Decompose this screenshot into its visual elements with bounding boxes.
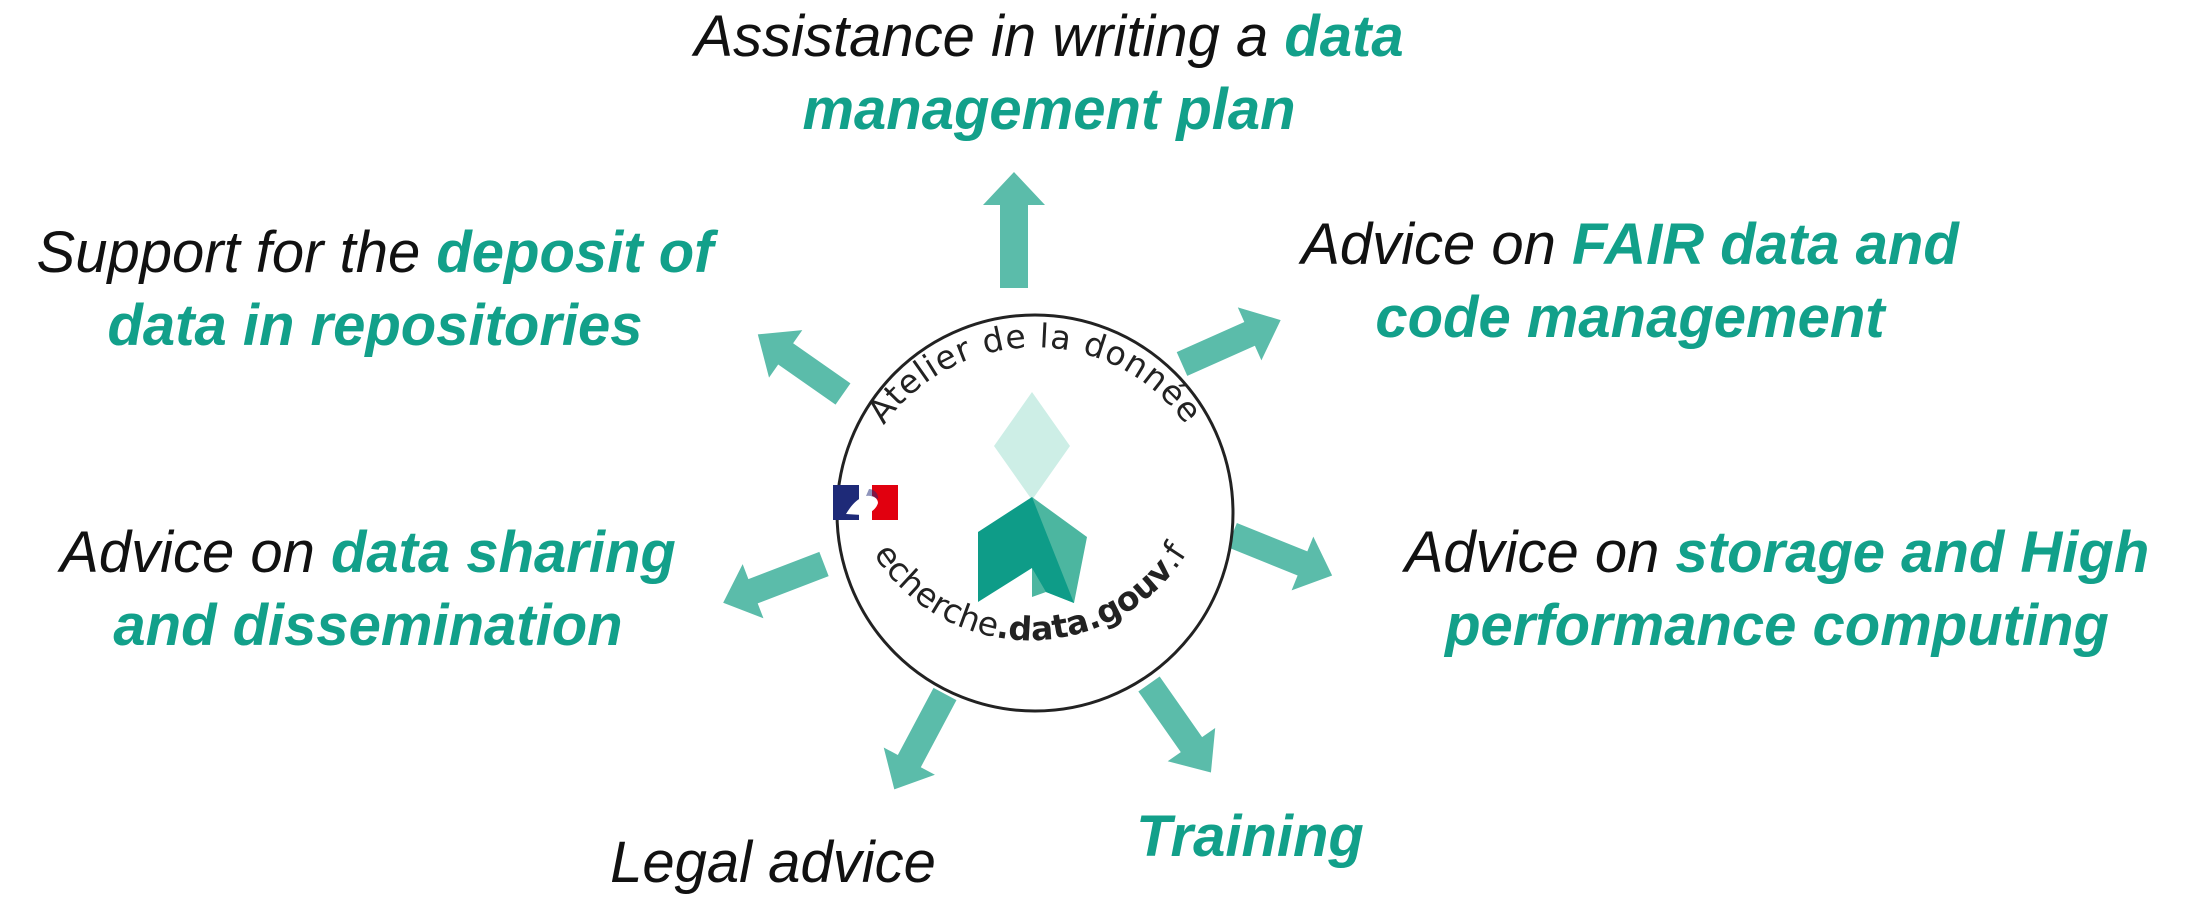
arrow-right: [1227, 522, 1333, 591]
logo-dark-wing: [978, 497, 1074, 603]
marianne-flag-icon: [833, 485, 898, 520]
service-storage: Advice on storage and High performance c…: [1404, 520, 2150, 658]
arrow-left: [723, 551, 829, 619]
arrow-lower-left: [883, 687, 957, 790]
service-fair: Advice on FAIR data and code management: [1301, 212, 1959, 350]
service-legal: Legal advice: [610, 830, 936, 895]
service-sharing: Advice on data sharing and dissemination: [60, 520, 676, 658]
arrow-up: [983, 172, 1045, 288]
service-training: Training: [1136, 804, 1364, 869]
logo-light-diamond: [994, 392, 1070, 500]
service-dmp: Assistance in writing a data management …: [694, 4, 1404, 142]
arrow-lower-right: [1138, 676, 1216, 773]
arrow-upper-right: [1176, 307, 1281, 376]
arrow-upper-left: [757, 330, 851, 405]
service-deposit: Support for the deposit of data in repos…: [36, 220, 714, 358]
